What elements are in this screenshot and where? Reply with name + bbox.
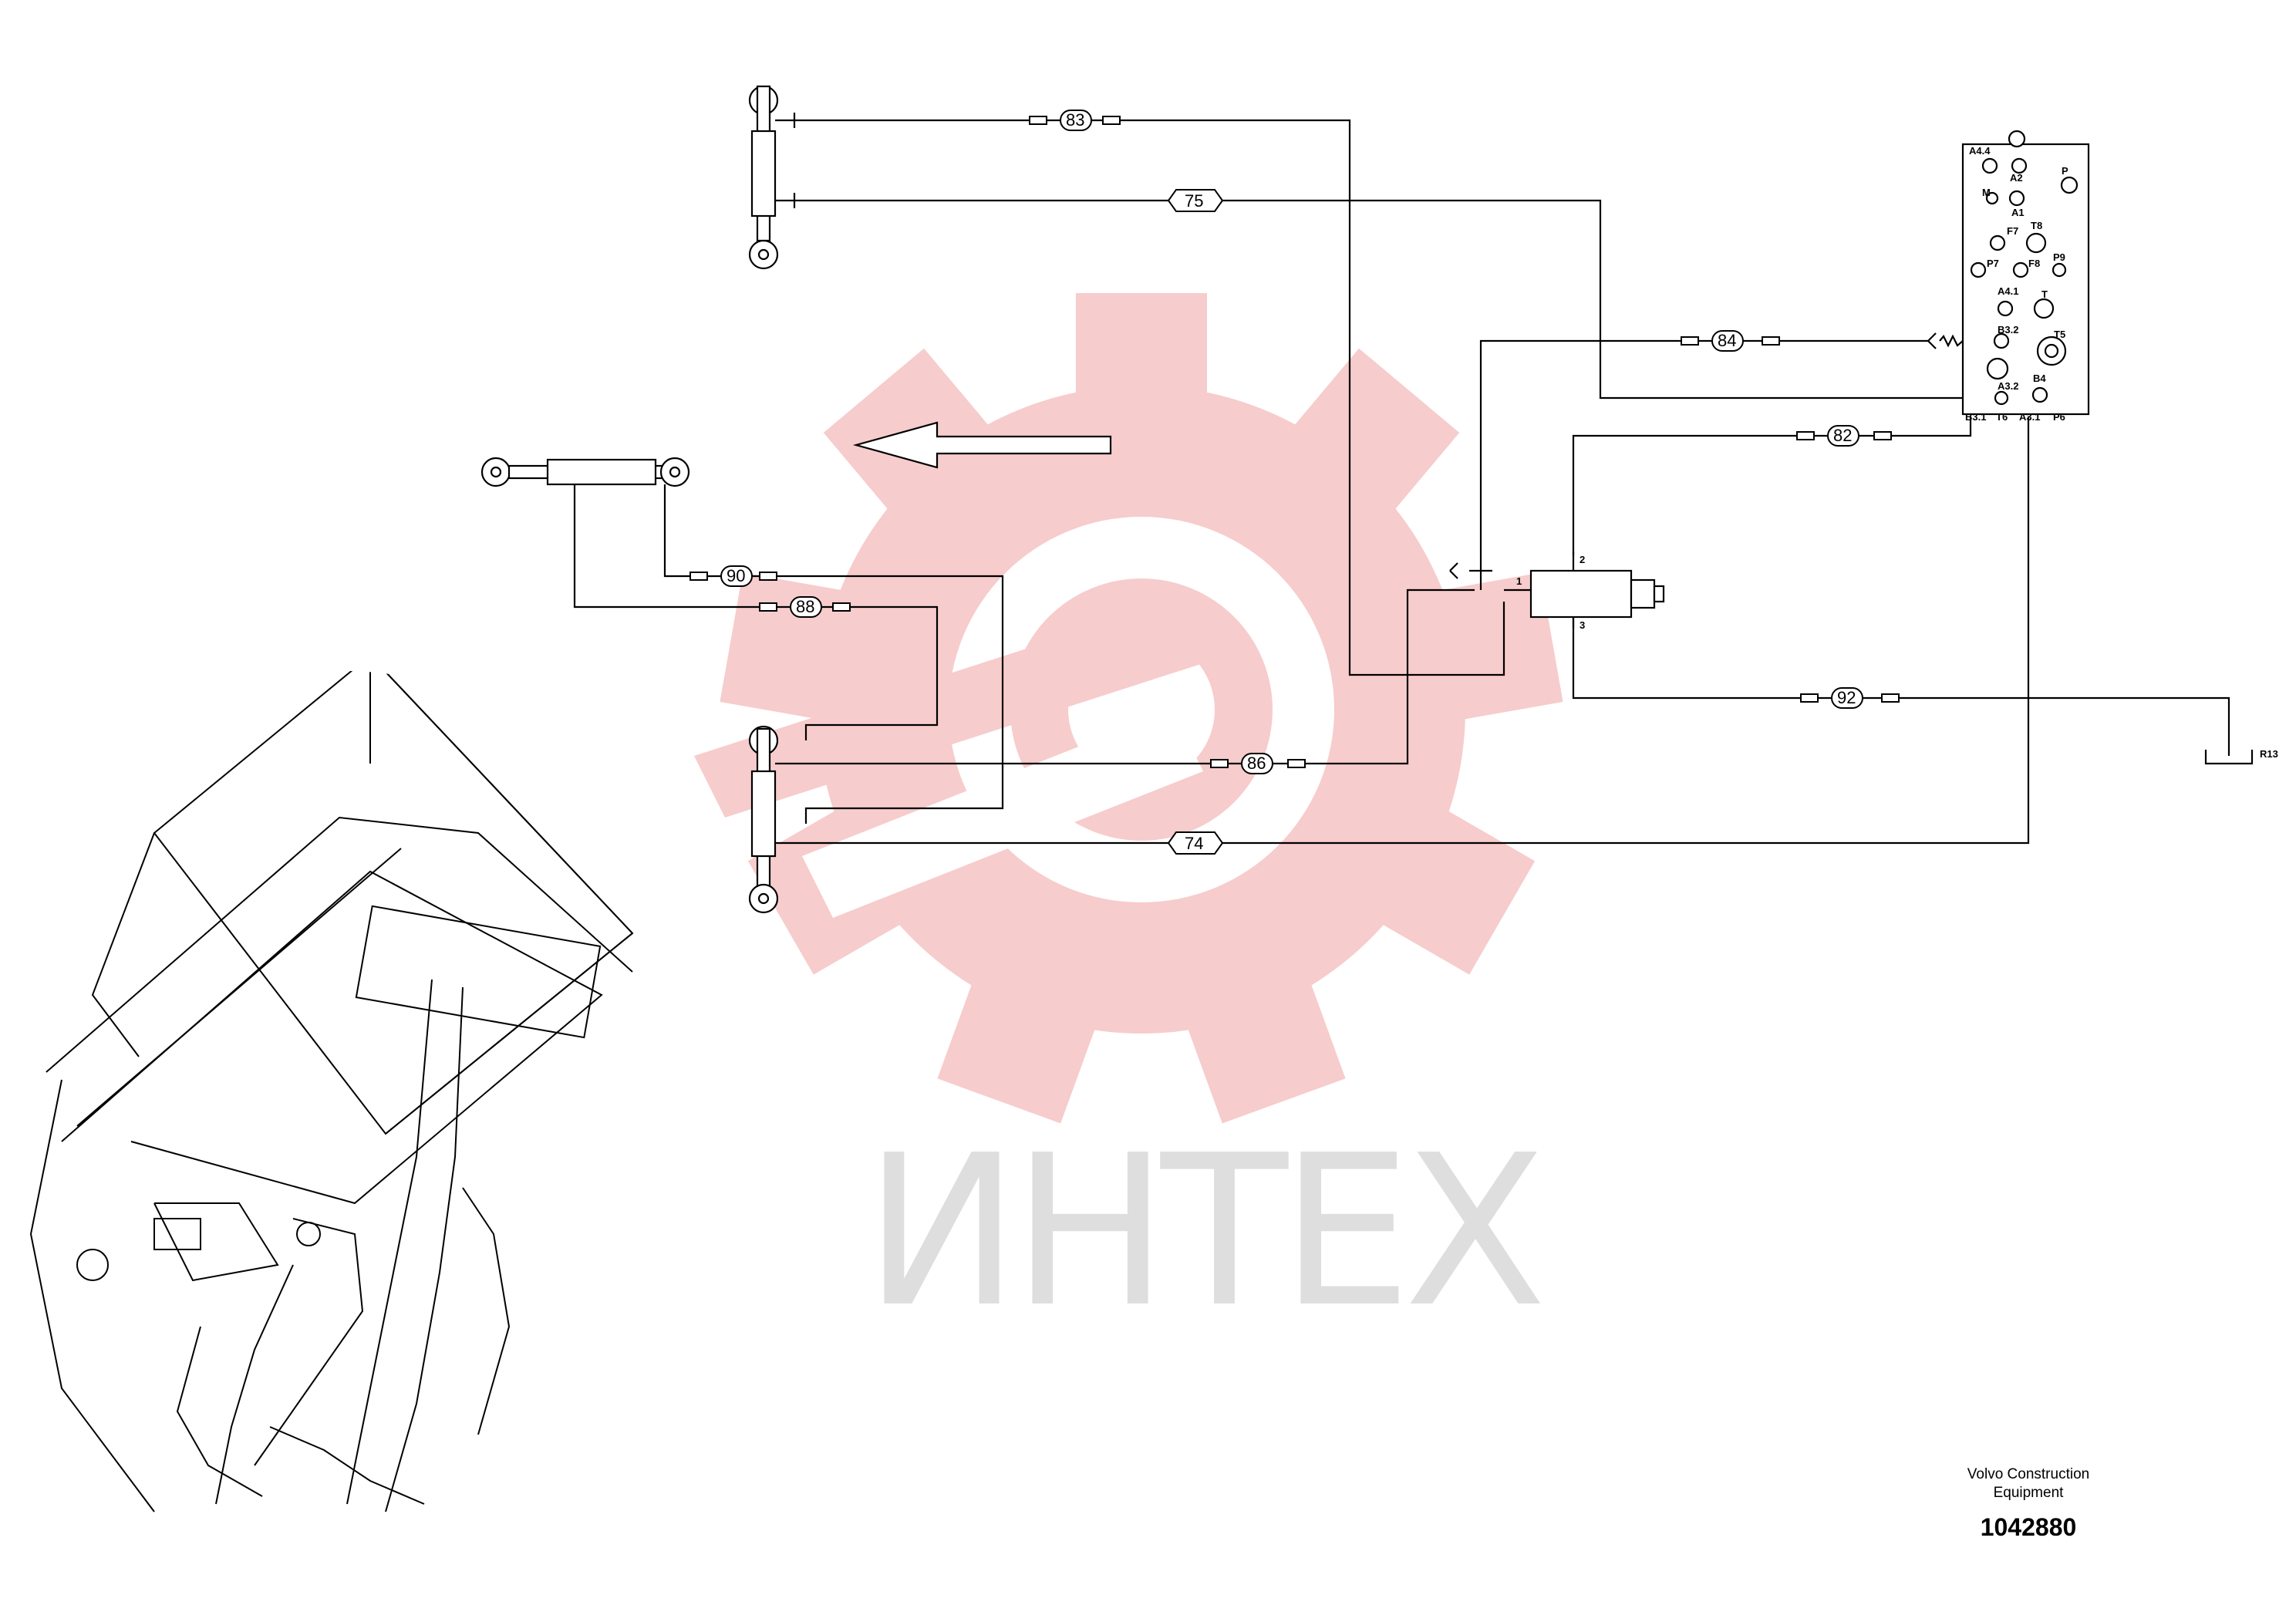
port-t6: T6 — [1996, 411, 2008, 423]
hose-92-label: 92 — [1837, 688, 1856, 707]
port-a32: A3.2 — [1998, 380, 2018, 392]
port-t5: T5 — [2054, 329, 2065, 340]
hose-84-label: 84 — [1718, 331, 1736, 350]
hose-83-label: 83 — [1066, 110, 1084, 130]
tee-fitting — [1449, 551, 1492, 590]
hose-ends — [689, 116, 1900, 768]
port-f7: F7 — [2007, 225, 2018, 237]
port-m: M — [1982, 187, 1991, 198]
port-p: P — [2062, 165, 2068, 177]
port-p9: P9 — [2053, 251, 2065, 263]
block-port-1: 1 — [1516, 575, 1522, 587]
watermark-text: ИНТЕХ — [864, 1110, 1541, 1353]
watermark-gear — [694, 293, 1563, 1124]
port-t8: T8 — [2031, 220, 2042, 231]
lower-cylinder — [748, 725, 810, 914]
hose-88-label: 88 — [796, 597, 814, 616]
hose-75-label: 75 — [1185, 191, 1203, 211]
hose-82-label: 82 — [1833, 426, 1852, 445]
tank-label: R13 — [2260, 748, 2278, 760]
hose-90-label: 90 — [727, 566, 745, 585]
maker-line2: Equipment — [1993, 1485, 2064, 1501]
part-number: 1042880 — [1980, 1513, 2077, 1541]
port-f8: F8 — [2028, 258, 2040, 269]
footer-block: Volvo Construction Equipment 1042880 — [1905, 1465, 2152, 1544]
hose-86-label: 86 — [1247, 754, 1266, 773]
control-valve-block — [1961, 130, 2090, 416]
port-a2: A2 — [2010, 172, 2023, 184]
horizontal-cylinder — [480, 457, 690, 494]
upper-cylinder — [748, 85, 796, 270]
port-p6: P6 — [2053, 411, 2065, 423]
port-a31: A3.1 — [2019, 411, 2040, 423]
port-b4: B4 — [2033, 373, 2046, 384]
tank — [2204, 750, 2254, 765]
port-t: T — [2041, 288, 2048, 300]
block-port-2: 2 — [1580, 554, 1585, 565]
machine-detail-inset — [29, 671, 634, 1512]
check-valve — [1927, 332, 1964, 349]
hose-74-label: 74 — [1185, 834, 1203, 853]
port-p7: P7 — [1987, 258, 1999, 269]
port-b31: B3.1 — [1965, 411, 1986, 423]
block-port-3: 3 — [1580, 619, 1585, 631]
port-a1: A1 — [2011, 207, 2025, 218]
hose-tags — [720, 110, 1863, 855]
port-a41: A4.1 — [1998, 285, 2018, 297]
maker-line1: Volvo Construction — [1967, 1466, 2090, 1482]
direction-arrow — [852, 421, 1112, 469]
port-b32: B3.2 — [1998, 324, 2018, 336]
port-a44: A4.4 — [1969, 145, 1991, 157]
directional-valve — [1504, 551, 1665, 629]
